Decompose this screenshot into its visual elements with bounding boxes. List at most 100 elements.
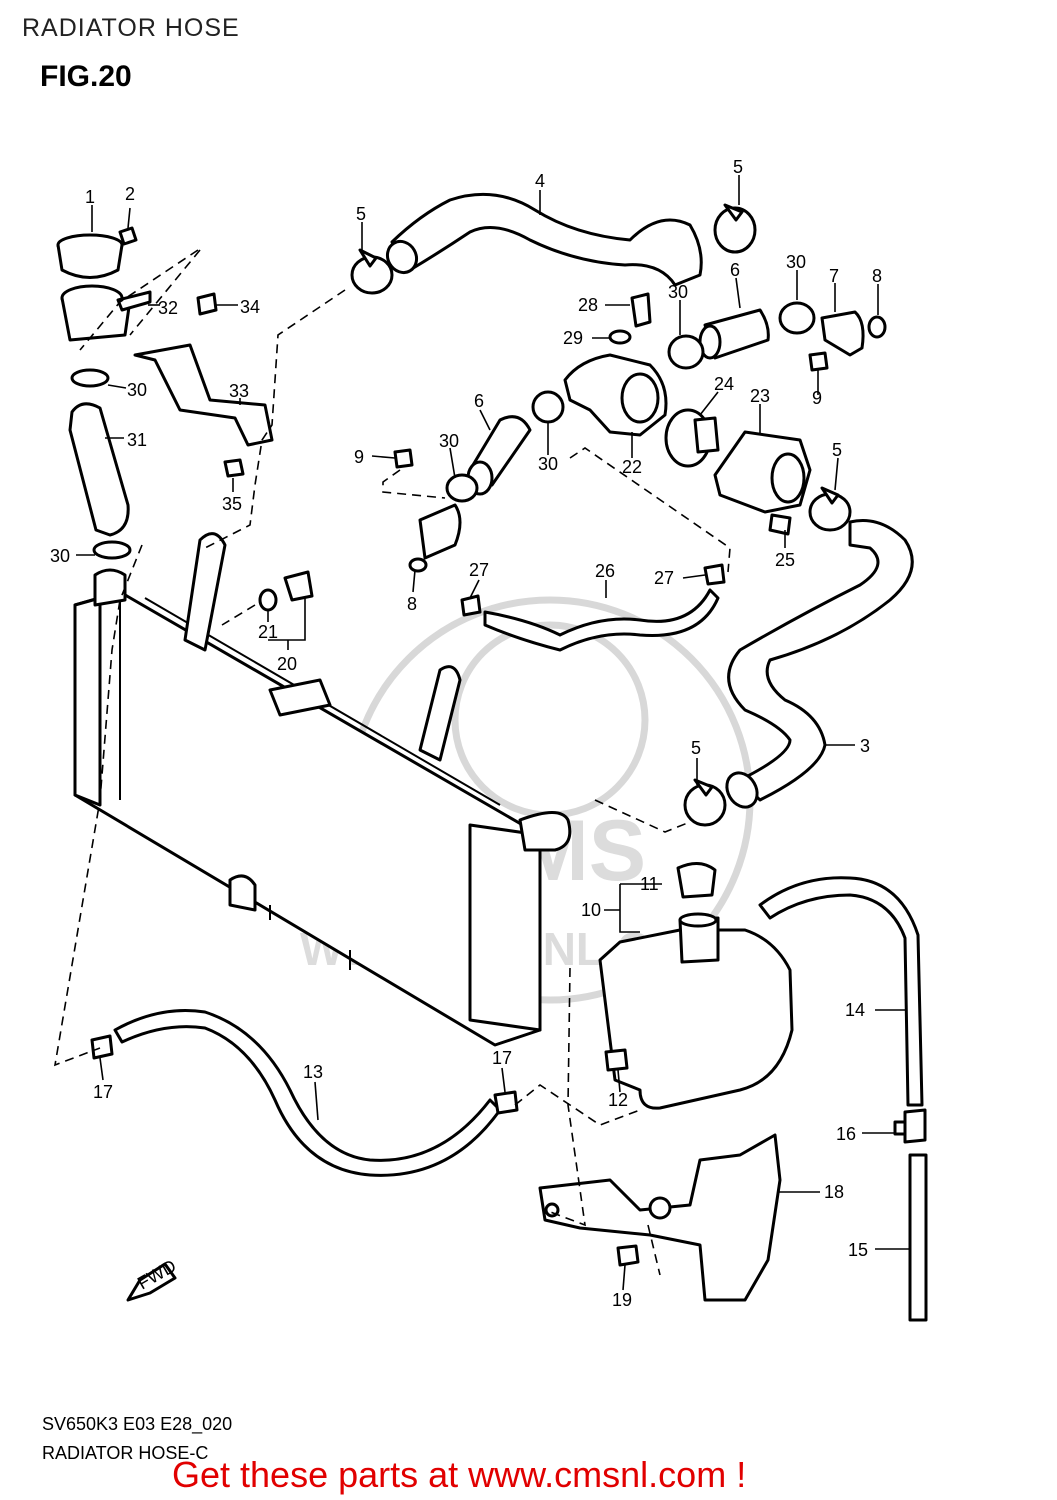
callout-label: 8 (407, 594, 417, 614)
callout-label: 5 (733, 157, 743, 177)
callout-label: 5 (356, 204, 366, 224)
callout-label: 30 (50, 546, 70, 566)
callout-label: 34 (240, 297, 260, 317)
thermostat-24 (664, 408, 720, 468)
callout-label: 13 (303, 1062, 323, 1082)
hose-13 (113, 1008, 502, 1177)
callout-label: 15 (848, 1240, 868, 1260)
callout-label: 31 (127, 430, 147, 450)
callout-label: 12 (608, 1090, 628, 1110)
clip-17b (493, 1090, 519, 1115)
gasket-21 (258, 588, 278, 612)
clamp-30e (531, 390, 565, 424)
callout-label: 30 (786, 252, 806, 272)
clamp-30d (667, 334, 705, 370)
callout-label: 25 (775, 550, 795, 570)
sensor-28 (630, 292, 652, 328)
hose-26 (483, 588, 720, 652)
bracket-33 (133, 343, 274, 447)
callout-labels: 1 2 32 34 30 33 31 35 30 5 4 5 30 7 8 6 … (50, 157, 882, 1310)
reservoir-cap-11 (676, 862, 717, 899)
fitting-7 (820, 310, 865, 357)
screw-2 (118, 226, 138, 246)
callout-label: 30 (668, 282, 688, 302)
fitting-small (418, 503, 462, 560)
diagram-name: RADIATOR HOSE-C (42, 1443, 209, 1463)
joint-16 (893, 1108, 927, 1144)
callout-label: 22 (622, 457, 642, 477)
bolt-34 (196, 292, 218, 316)
clip-27b (703, 563, 726, 586)
bolt-9a (808, 351, 829, 372)
callout-label: 21 (258, 622, 278, 642)
oring-8a (867, 315, 887, 339)
switch-20 (283, 570, 314, 602)
callout-label: 28 (578, 295, 598, 315)
callout-label: 32 (158, 298, 178, 318)
callout-label: 1 (85, 187, 95, 207)
callout-label: 14 (845, 1000, 865, 1020)
callout-label: 11 (640, 874, 659, 894)
callout-label: 27 (654, 568, 674, 588)
clamp-30b (92, 540, 132, 560)
callout-label: 17 (492, 1048, 512, 1068)
hose-4 (390, 192, 703, 287)
callout-label: 3 (860, 736, 870, 756)
clamp-30a (70, 368, 110, 388)
bolt-25 (768, 513, 792, 536)
callout-label: 2 (125, 184, 135, 204)
page-header: RADIATOR HOSE (22, 14, 240, 42)
filler-neck (60, 284, 152, 342)
washer-29 (608, 329, 632, 345)
callout-label: 6 (474, 391, 484, 411)
clip-17a (90, 1034, 114, 1060)
fwd-arrow-icon: FWD (126, 1256, 179, 1302)
leader-lines (76, 175, 910, 1291)
callout-label: 9 (812, 388, 822, 408)
callout-label: 5 (832, 440, 842, 460)
callout-label: 29 (563, 328, 583, 348)
callout-label: 8 (872, 266, 882, 286)
hose-14 (758, 876, 924, 1107)
clamp-30c (778, 301, 816, 335)
callout-label: 7 (829, 266, 839, 286)
model-code: SV650K3 E03 E28_020 (42, 1414, 233, 1434)
radiator (73, 532, 572, 1047)
clamp-5b (713, 203, 757, 254)
callout-label: 10 (581, 900, 601, 920)
assembly-lines (53, 249, 731, 1276)
callout-label: 19 (612, 1290, 632, 1310)
callout-label: 24 (714, 374, 734, 394)
callout-label: 27 (469, 560, 489, 580)
clamp-5c (808, 486, 852, 532)
callout-label: 33 (229, 381, 249, 401)
callout-label: 9 (354, 447, 364, 467)
hose-15 (908, 1153, 928, 1322)
callout-label: 35 (222, 494, 242, 514)
callout-label: 30 (439, 431, 459, 451)
promo-banner-link[interactable]: Get these parts at www.cmsnl.com ! (172, 1454, 747, 1495)
clamp-5d (683, 778, 727, 827)
clip-27a (460, 594, 482, 617)
clamp-30f (445, 473, 479, 503)
reservoir-tank-10 (598, 912, 794, 1110)
callout-label: 26 (595, 561, 615, 581)
callout-label: 20 (277, 654, 297, 674)
callout-label: 17 (93, 1082, 113, 1102)
callout-label: 18 (824, 1182, 844, 1202)
callout-label: 23 (750, 386, 770, 406)
hose-3 (727, 519, 914, 802)
oring-8b (408, 557, 428, 573)
hose-31 (68, 402, 130, 537)
radiator-cap (56, 233, 124, 279)
bolt-19 (616, 1244, 640, 1267)
clamp-5a (350, 248, 394, 295)
callout-label: 6 (730, 260, 740, 280)
figure-title: FIG.20 (40, 60, 132, 93)
callout-label: 30 (127, 380, 147, 400)
bolt-35 (223, 458, 245, 478)
bolt-12 (604, 1048, 629, 1072)
callout-label: 5 (691, 738, 701, 758)
bolt-9b (393, 448, 414, 469)
